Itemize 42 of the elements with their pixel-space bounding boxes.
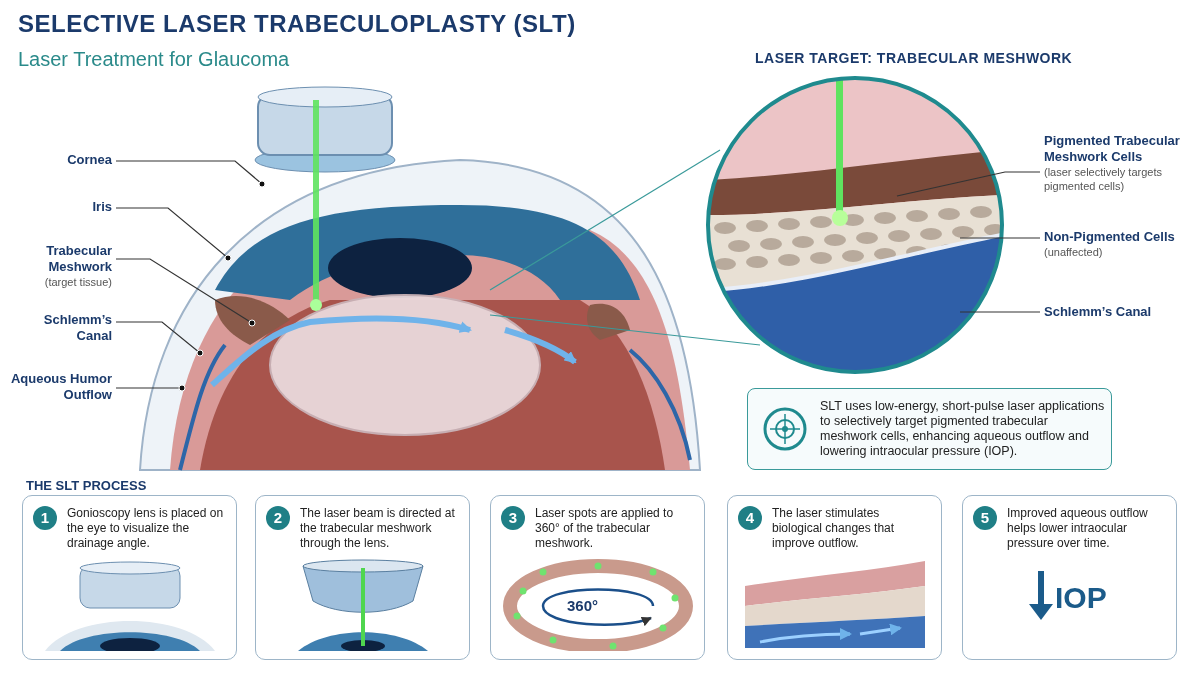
leader-line xyxy=(115,321,204,357)
angle-label: 360° xyxy=(567,597,599,614)
title: SELECTIVE LASER TRABECULOPLASTY (SLT) xyxy=(18,10,576,38)
leader-line xyxy=(115,258,256,327)
step-number-badge: 1 xyxy=(33,506,57,530)
section-heading: THE SLT PROCESS xyxy=(26,478,147,493)
part-label: Schlemm’s Canal xyxy=(1044,304,1153,320)
step-card xyxy=(962,495,1177,660)
step-card xyxy=(727,495,942,660)
leader-line xyxy=(896,171,1041,197)
part-label: Pigmented Trabecular Meshwork Cells xyxy=(1044,133,1181,165)
leader-line xyxy=(115,207,232,262)
part-label: Aqueous Humor Outflow xyxy=(9,371,112,403)
info-text: SLT uses low-energy, short-pulse laser applications to selectively target pigmented trabecular meshwork cells, enhancing aqueous outflow and lowering intraocular pressure (IOP). xyxy=(820,399,1105,459)
leader-line xyxy=(115,384,186,392)
step-card xyxy=(490,495,705,660)
section-heading: LASER TARGET: TRABECULAR MESHWORK xyxy=(755,50,1073,66)
step-number-badge: 4 xyxy=(738,506,762,530)
step-description: The laser beam is directed at the trabecular meshwork through the lens. xyxy=(300,506,456,551)
step-description: Laser spots are applied to 360° of the trabecular meshwork. xyxy=(535,506,675,551)
leader-line xyxy=(959,311,1041,313)
part-note: (laser selectively targets pigmented cells) xyxy=(1044,165,1163,193)
step-card xyxy=(255,495,470,660)
part-label: Schlemm’s Canal xyxy=(42,312,112,344)
subtitle: Laser Treatment for Glaucoma xyxy=(18,48,290,71)
iop-label: IOP xyxy=(1055,581,1107,615)
part-label: Trabecular Meshwork xyxy=(45,243,112,275)
part-note: (target tissue) xyxy=(43,275,112,289)
leader-line xyxy=(959,237,1041,239)
info-panel xyxy=(747,388,1112,470)
part-label: Non-Pigmented Cells xyxy=(1044,229,1176,245)
step-number-badge: 5 xyxy=(973,506,997,530)
step-number-badge: 2 xyxy=(266,506,290,530)
leader-line xyxy=(115,160,266,188)
step-card xyxy=(22,495,237,660)
part-note: (unaffected) xyxy=(1044,245,1104,259)
step-description: Gonioscopy lens is placed on the eye to visualize the drainage angle. xyxy=(67,506,225,551)
step-description: The laser stimulates biological changes that improve outflow. xyxy=(772,506,896,551)
step-description: Improved aqueous outflow helps lower intraocular pressure over time. xyxy=(1007,506,1149,551)
step-number-badge: 3 xyxy=(501,506,525,530)
part-label: Iris xyxy=(91,199,112,215)
part-label: Cornea xyxy=(66,152,112,168)
